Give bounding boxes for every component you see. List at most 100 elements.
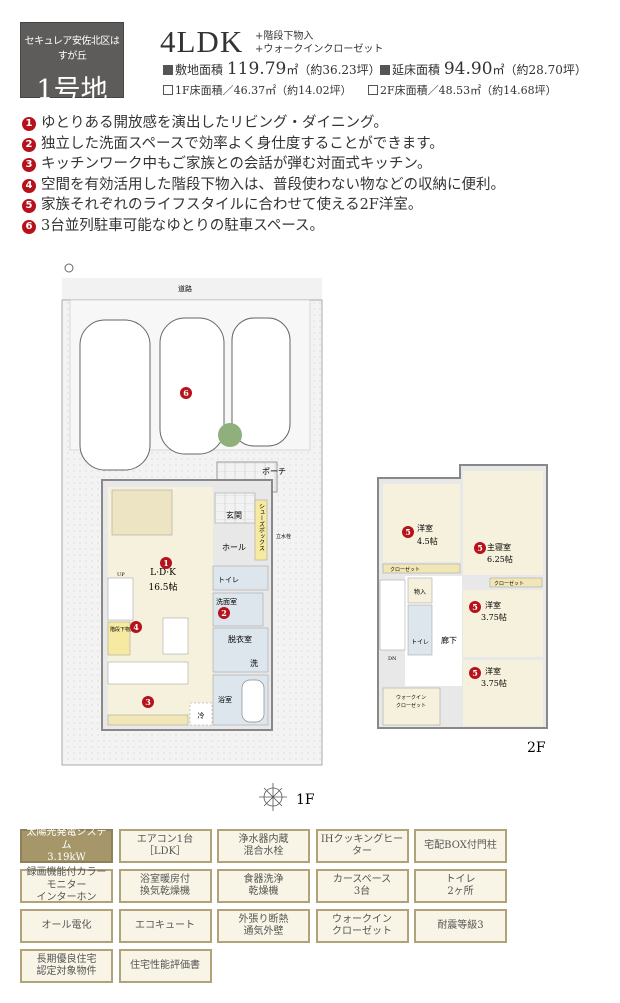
site-area: 敷地面積 119.79㎡（約36.23坪）: [163, 59, 381, 79]
svg-text:4.5帖: 4.5帖: [417, 536, 438, 546]
room-western-3-75-a: [463, 590, 543, 657]
feature-item: エアコン1台 ［LDK］: [118, 829, 212, 863]
svg-text:3: 3: [145, 697, 151, 707]
walk-in-closet: [382, 687, 441, 726]
svg-text:16.5帖: 16.5帖: [148, 581, 177, 593]
toilet-1f: [212, 565, 269, 591]
svg-text:洗: 洗: [250, 658, 258, 668]
feature-item: 耐震等級3: [414, 909, 507, 943]
toilet-2f: [407, 604, 433, 656]
area-name: セキュレア安佐北区はすが丘: [24, 36, 120, 62]
extra-1: +階段下物入: [255, 31, 314, 42]
svg-text:クローゼット: クローゼット: [494, 580, 524, 587]
svg-text:洋室: 洋室: [485, 666, 501, 676]
svg-text:トイレ: トイレ: [411, 639, 429, 646]
layout-type: 4LDK: [160, 24, 244, 59]
lot-number: 1号地: [36, 75, 108, 106]
svg-text:3.75帖: 3.75帖: [481, 678, 507, 688]
floor-2-label: 2F: [527, 740, 546, 756]
svg-text:物入: 物入: [414, 588, 426, 596]
feature-item: カースペース 3台: [315, 869, 409, 903]
floor-plans: 道路 ポーチ 冷 UP 階段下物入 玄関 シューズボックス ホール 立水栓 トイ…: [61, 263, 548, 811]
svg-text:浴室: 浴室: [218, 695, 232, 704]
svg-text:洋室: 洋室: [485, 600, 501, 610]
f2-area: 2F床面積／48.53㎡（約14.68坪）: [368, 82, 557, 98]
svg-text:ホール: ホール: [222, 543, 246, 552]
svg-text:階段下物入: 階段下物入: [110, 626, 135, 633]
svg-text:クローゼット: クローゼット: [390, 566, 420, 573]
floor-2-plan: クローゼット クローゼット DN 物入 トイレ 廊下 ウォークイン クローゼット…: [377, 464, 548, 756]
feature-item: 住宅性能評価書: [118, 949, 212, 983]
svg-text:6.25帖: 6.25帖: [487, 554, 513, 564]
svg-text:5: 5: [477, 543, 483, 553]
plan-badges: [130, 387, 486, 708]
storage: [107, 621, 131, 656]
north-marker-icon: [64, 263, 74, 273]
room-master: [463, 471, 543, 575]
svg-text:5: 5: [472, 602, 478, 612]
svg-text:1: 1: [163, 558, 169, 568]
svg-text:クローゼット: クローゼット: [396, 702, 426, 709]
extra-2: +ウォークインクローゼット: [255, 44, 384, 55]
svg-text:6: 6: [183, 388, 189, 398]
feature-item: 外張り断熱 通気外壁: [217, 909, 310, 943]
feature-item: 浴室暖房付 換気乾燥機: [118, 869, 212, 903]
kitchen-counter: [107, 661, 189, 685]
svg-text:4: 4: [133, 622, 139, 632]
floor-area: 延床面積 94.90㎡（約28.70坪）: [380, 59, 587, 79]
svg-text:立水栓: 立水栓: [276, 533, 291, 540]
svg-text:3.75帖: 3.75帖: [481, 612, 507, 622]
compass-icon: [259, 783, 287, 811]
car-icon: [79, 319, 151, 471]
room-western-4-5: [383, 484, 460, 562]
dressing-room: [212, 627, 269, 673]
svg-text:ポーチ: ポーチ: [262, 467, 286, 476]
svg-text:5: 5: [472, 668, 478, 678]
feature-item: 長期優良住宅 認定対象物件: [20, 949, 113, 983]
tree-icon: [218, 423, 242, 447]
svg-text:DN: DN: [388, 656, 397, 662]
feature-item: IHクッキングヒーター: [315, 829, 409, 863]
feature-item: 太陽光発電システム 3.19kW: [20, 827, 113, 863]
svg-text:トイレ: トイレ: [218, 576, 239, 584]
svg-text:主寝室: 主寝室: [487, 542, 511, 552]
svg-text:UP: UP: [117, 572, 125, 578]
floor-1-plan: 道路 ポーチ 冷 UP 階段下物入 玄関 シューズボックス ホール 立水栓 トイ…: [61, 278, 323, 766]
svg-text:L·D·K: L·D·K: [150, 568, 176, 578]
svg-text:シューズボックス: シューズボックス: [258, 503, 265, 551]
dining-table: [162, 617, 189, 655]
sofa: [111, 489, 173, 536]
svg-text:5: 5: [405, 527, 411, 537]
feature-item: エコキュート: [118, 909, 212, 943]
svg-text:玄関: 玄関: [226, 510, 242, 520]
feature-item: ウォークイン クローゼット: [315, 909, 409, 943]
bathtub: [241, 679, 265, 723]
feature-item: トイレ 2ヶ所: [414, 869, 507, 903]
svg-text:脱衣室: 脱衣室: [228, 634, 252, 644]
car-icon: [231, 317, 291, 447]
floor-1-label: 1F: [296, 792, 315, 808]
feature-item: 食器洗浄 乾燥機: [217, 869, 310, 903]
feature-item: 宅配BOX付門柱: [414, 829, 507, 863]
road-label: 道路: [178, 284, 192, 293]
wic-label: ウォークイン: [396, 694, 426, 701]
car-icon: [159, 317, 225, 455]
svg-text:洗面室: 洗面室: [216, 597, 237, 606]
stairs-2f: [379, 579, 406, 651]
feature-item: 浄水器内蔵 混合水栓: [217, 829, 310, 863]
f1-area: 1F床面積／46.37㎡（約14.02坪）: [163, 82, 352, 98]
road: [62, 278, 322, 300]
stairs: [107, 577, 134, 621]
svg-text:廊下: 廊下: [441, 635, 457, 645]
lot-label-box: セキュレア安佐北区はすが丘 1号地: [20, 22, 124, 106]
svg-text:洋室: 洋室: [417, 523, 433, 533]
feature-item: オール電化: [20, 909, 113, 943]
car-icons: [79, 317, 291, 471]
